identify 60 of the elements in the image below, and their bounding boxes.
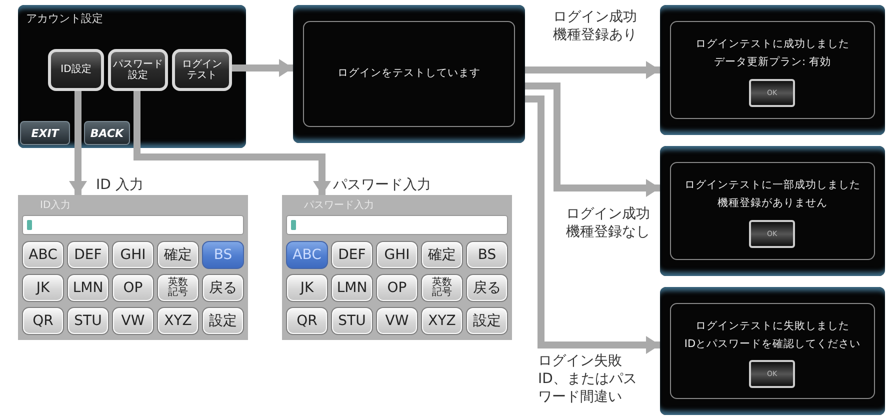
key-button: GHI [112,241,154,269]
panel-title: ID入力 [40,198,71,212]
edge-label: パスワード入力 [333,176,431,194]
key-button: GHI [376,241,418,269]
panel-title: パスワード入力 [304,198,374,212]
key-button: DEF [67,241,109,269]
screen-title: アカウント設定 [26,11,103,26]
key-button: XYZ [157,307,199,335]
key-button: LMN [67,274,109,302]
key-button: OP [376,274,418,302]
arrow [525,61,660,79]
arrow [134,91,331,195]
device-screen [660,5,885,135]
key-button: BS [466,241,508,269]
key-button: 英数記号 [157,274,199,302]
arrow [525,96,660,354]
key-button: STU [331,307,373,335]
key-button: DEF [331,241,373,269]
message-text: ログインをテストしています [336,66,482,80]
message-text: 機種登録がありません [716,196,828,210]
device-screen [660,287,885,415]
key-button: QR [286,307,328,335]
key-button: 設定 [466,307,508,335]
menu-button: ログインテスト [172,49,232,91]
arrow [232,59,293,77]
device-screen [660,146,885,276]
key-button: ABC [22,241,64,269]
arrow [69,91,87,195]
menu-button: ID設定 [48,49,104,91]
arrow [525,82,660,197]
key-button: JK [22,274,64,302]
key-button: JK [286,274,328,302]
keypad-panel [282,195,512,340]
device-screen [293,5,525,143]
key-button: 確定 [421,241,463,269]
message-text: ログインテストに成功しました [694,37,850,51]
message-text: IDとパスワードを確認してください [683,337,862,351]
keypad-panel [18,195,248,340]
edge-label: ID 入力 [96,176,144,194]
key-button: ABC [286,241,328,269]
key-button: LMN [331,274,373,302]
key-button: OP [112,274,154,302]
key-button: STU [67,307,109,335]
key-button: 確定 [157,241,199,269]
device-screen [18,5,246,148]
key-button: VW [376,307,418,335]
key-button: QR [22,307,64,335]
nav-tab: EXIT [20,121,70,145]
message-text: ログインテストに一部成功しました [684,178,862,192]
key-button: VW [112,307,154,335]
key-button: 戻る [202,274,244,302]
key-button: 戻る [466,274,508,302]
menu-button: パスワード設定 [108,49,168,91]
message-text: ログインテストに失敗しました [694,319,850,333]
key-button: 設定 [202,307,244,335]
nav-tab: BACK [84,121,130,145]
message-text: データ更新プラン: 有効 [713,55,832,69]
key-button: XYZ [421,307,463,335]
key-button: BS [202,241,244,269]
key-button: 英数記号 [421,274,463,302]
